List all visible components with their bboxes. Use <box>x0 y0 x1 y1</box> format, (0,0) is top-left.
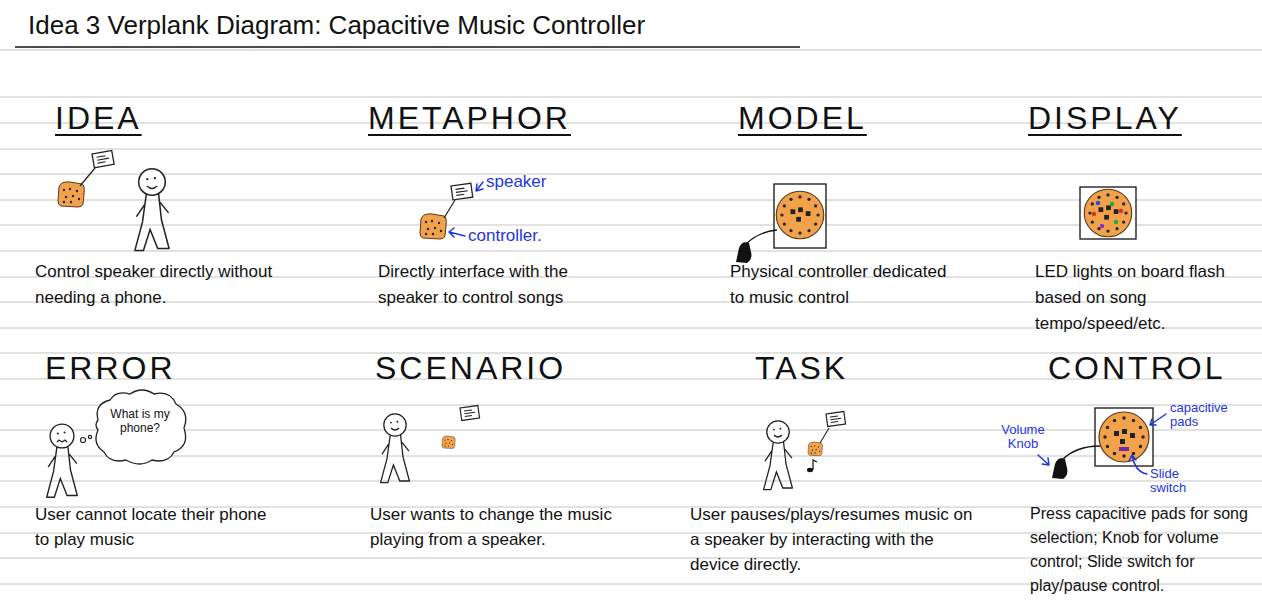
display-sketch <box>1080 187 1136 239</box>
section-heading: IDEA <box>55 100 255 136</box>
callout-label: capacitive pads <box>1170 401 1242 429</box>
idea-sketch <box>58 151 169 251</box>
description-text: User pauses/plays/resumes music on a spe… <box>690 502 985 577</box>
callout-label: Slide switch <box>1150 467 1210 495</box>
callout-label: Volume Knob <box>998 423 1048 451</box>
section-heading: CONTROL <box>1048 350 1258 386</box>
section-heading: METAPHOR <box>368 100 608 136</box>
scenario-sketch <box>381 405 480 482</box>
thought-text: What is my phone? <box>106 407 174 435</box>
description-text: Physical controller dedicated to music c… <box>730 259 965 311</box>
section-heading: ERROR <box>45 350 245 386</box>
section-heading: DISPLAY <box>1028 100 1248 136</box>
description-text: LED lights on board flash based on song … <box>1035 259 1257 337</box>
description-text: Directly interface with the speaker to c… <box>378 259 618 311</box>
section-heading: TASK <box>755 350 955 386</box>
ruled-lines <box>0 50 1262 584</box>
section-heading: MODEL <box>738 100 938 136</box>
diagram-title: Idea 3 Verplank Diagram: Capacitive Musi… <box>28 9 928 41</box>
callout-label: controller. <box>468 226 588 246</box>
callout-label: speaker <box>486 172 586 192</box>
description-text: Press capacitive pads for song selection… <box>1030 502 1258 598</box>
description-text: User wants to change the music playing f… <box>370 502 615 552</box>
error-sketch <box>47 390 186 497</box>
title-underline <box>15 46 800 48</box>
task-sketch <box>764 411 846 489</box>
description-text: User cannot locate their phone to play m… <box>35 502 285 552</box>
section-heading: SCENARIO <box>375 350 615 386</box>
model-sketch <box>736 184 826 263</box>
description-text: Control speaker directly without needing… <box>35 259 285 311</box>
control-sketch <box>1038 408 1166 479</box>
